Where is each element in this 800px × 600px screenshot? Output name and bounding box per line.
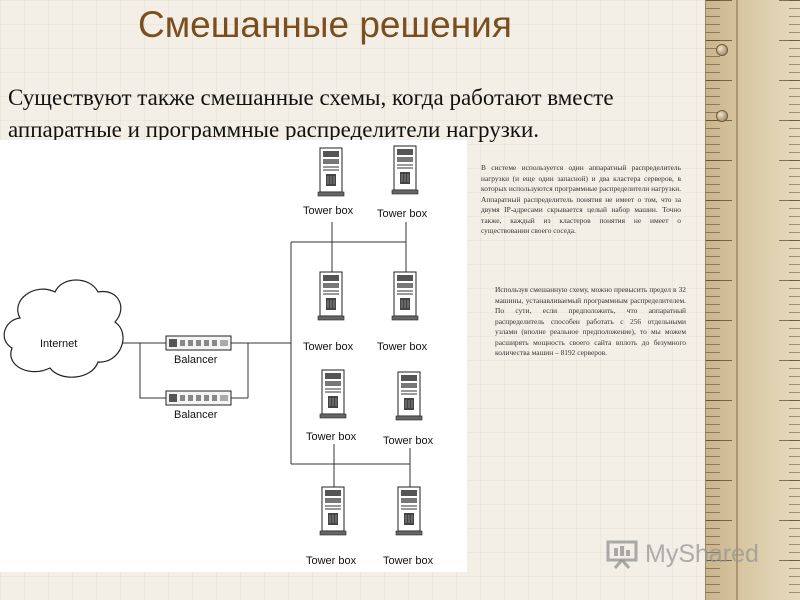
- note-paragraph-1: В системе используется один аппаратный р…: [481, 163, 681, 235]
- server-3-label: Tower box: [303, 341, 354, 353]
- server-8: [395, 486, 423, 536]
- server-6-label: Tower box: [383, 435, 434, 447]
- note-paragraph-2: Используя смешанную схему, можно превыси…: [495, 285, 686, 357]
- ruler-decoration: [705, 0, 800, 600]
- presentation-icon: [606, 540, 638, 569]
- watermark: MyShared: [605, 537, 770, 573]
- connection-lines: [114, 222, 411, 487]
- internet-cloud: Internet: [3, 279, 124, 378]
- server-8-label: Tower box: [383, 555, 434, 567]
- subtitle-line-2: аппаратные и программные распределители …: [8, 117, 540, 142]
- server-1-label: Tower box: [303, 205, 354, 217]
- server-5-label: Tower box: [306, 431, 357, 443]
- server-2-label: Tower box: [377, 208, 428, 220]
- link-internet-balancer-2: [139, 343, 166, 399]
- balancer-1: [165, 335, 232, 351]
- server-6: [395, 371, 423, 421]
- slide-title: Смешанные решения: [138, 4, 512, 45]
- balancer-2: [165, 390, 232, 406]
- server-7-label: Tower box: [306, 555, 357, 567]
- server-1: [317, 147, 345, 197]
- server-5: [319, 369, 347, 419]
- balancer-2-label: Balancer: [174, 409, 218, 421]
- server-4: [391, 271, 419, 321]
- server-3: [317, 271, 345, 321]
- server-7: [319, 486, 347, 536]
- slide-subtitle: Существуют также смешанные схемы, когда …: [8, 82, 708, 146]
- server-2: [391, 145, 419, 195]
- subtitle-line-1: Существуют также смешанные схемы, когда …: [8, 85, 614, 110]
- balancer-1-label: Balancer: [174, 354, 218, 366]
- server-4-label: Tower box: [377, 341, 428, 353]
- watermark-text: MyShared: [645, 540, 759, 568]
- network-diagram: Internet Balancer Balancer Tower box Tow…: [0, 140, 467, 572]
- internet-label: Internet: [40, 338, 77, 350]
